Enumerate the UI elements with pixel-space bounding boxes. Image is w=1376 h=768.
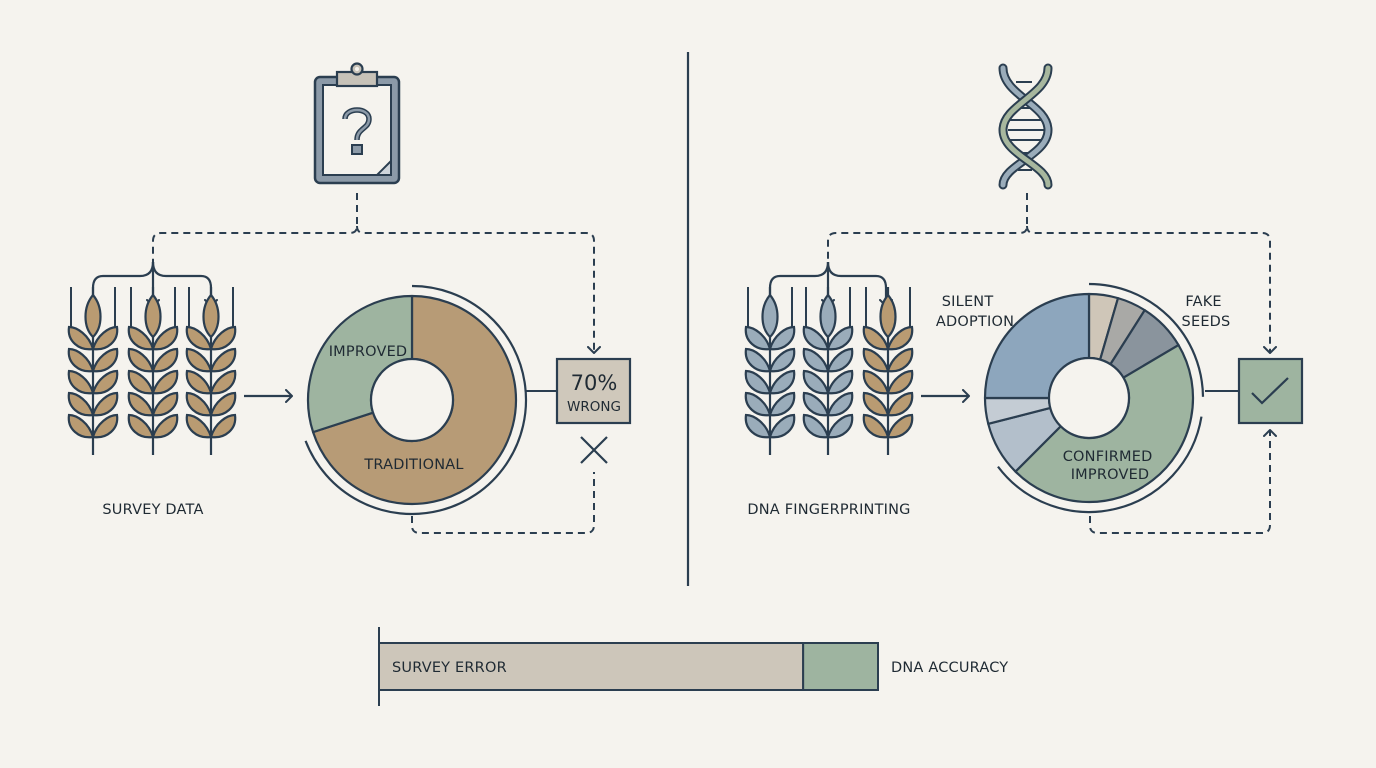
- wrong-label: WRONG: [567, 399, 621, 415]
- dna-fingerprinting-label: DNA FINGERPRINTING: [747, 502, 910, 518]
- wrong-result-box: 70% WRONG: [555, 357, 632, 425]
- dashed-connector-dna: [827, 193, 1028, 262]
- right-panel: DNA FINGERPRINTING SILENT ADOPTION FAKE …: [744, 63, 1304, 534]
- dashed-connector-to-check: [1026, 225, 1277, 354]
- dashed-connector-survey: [152, 193, 358, 262]
- donut-label-improved: IMPROVED: [329, 344, 408, 360]
- survey-donut-chart: [304, 284, 528, 516]
- wheat-stalk-icon: [67, 287, 119, 457]
- bar-segment-survey-error: [378, 642, 805, 691]
- checkmark-icon: [1251, 377, 1289, 405]
- annotation-fake-seeds: FAKE SEEDS: [1182, 294, 1231, 330]
- wheat-group-dna: [744, 287, 914, 457]
- wheat-stalk-icon: [802, 287, 854, 457]
- bar-label-survey-error: SURVEY ERROR: [392, 660, 507, 676]
- wheat-group-survey: [67, 287, 237, 457]
- left-panel: SURVEY DATA IMPROVED TRADITIONAL 70% WRO…: [67, 62, 632, 534]
- dna-helix-icon: [998, 63, 1053, 190]
- dashed-return-survey: [411, 472, 595, 534]
- dna-donut-chart: [983, 282, 1205, 514]
- dashed-return-dna: [1089, 429, 1277, 534]
- comparison-bar: SURVEY ERROR DNA ACCURACY: [378, 627, 1008, 706]
- x-icon: [580, 436, 608, 464]
- donut-hole: [369, 357, 455, 443]
- wheat-stalk-icon: [185, 287, 237, 457]
- traditional-highlight-arc: [304, 284, 528, 516]
- wrong-percentage: 70%: [571, 371, 618, 395]
- wheat-stalk-icon: [744, 287, 796, 457]
- bar-segment-dna-accuracy: [802, 642, 880, 691]
- bar-label-dna-accuracy: DNA ACCURACY: [891, 660, 1008, 676]
- check-result-box: [1237, 357, 1304, 425]
- annotation-silent-adoption: SILENT ADOPTION: [936, 294, 1014, 330]
- donut-label-confirmed-improved: CONFIRMED IMPROVED: [1063, 449, 1158, 483]
- confirmed-improved-highlight-arc: [997, 416, 1203, 514]
- wheat-stalk-icon: [862, 287, 914, 457]
- dashed-connector-to-result: [356, 225, 601, 354]
- donut-label-traditional: TRADITIONAL: [363, 457, 463, 473]
- clipboard-question-icon: [313, 62, 401, 185]
- survey-data-label: SURVEY DATA: [102, 502, 203, 518]
- wheat-stalk-icon: [127, 287, 179, 457]
- fake-seeds-highlight-arc: [1088, 282, 1205, 397]
- donut-hole: [1047, 356, 1131, 440]
